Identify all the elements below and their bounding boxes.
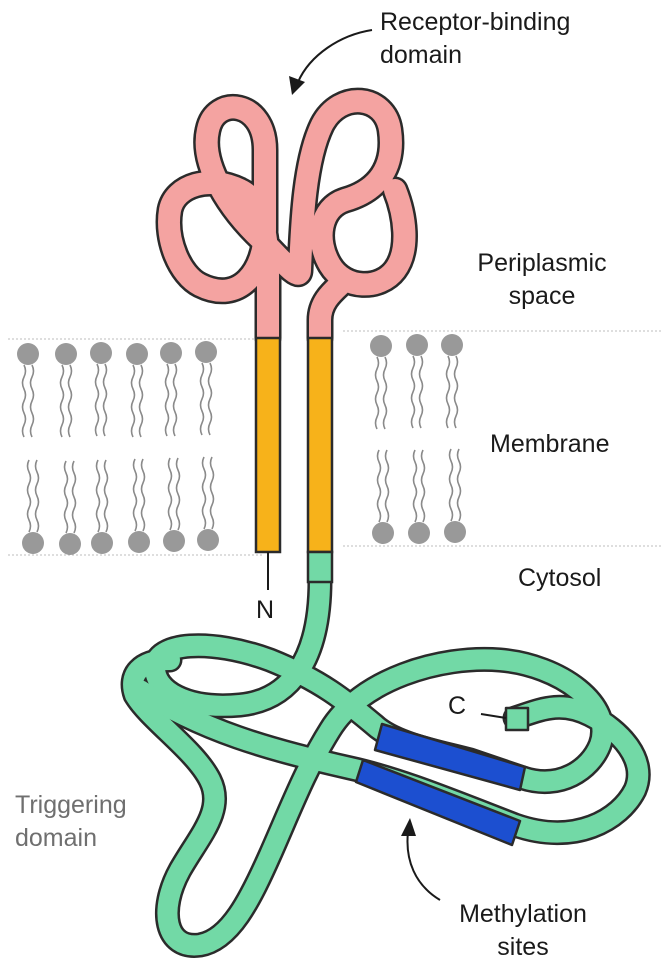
cytosolic-linker (308, 552, 332, 582)
methylation-sites-label: Methylation sites (448, 898, 598, 964)
c-terminus-label: C (448, 690, 466, 723)
c-terminus-line (481, 714, 506, 718)
methylation-label-line2: sites (448, 931, 598, 964)
periplasmic-label-line1: Periplasmic (472, 247, 612, 280)
receptor-binding-label-line1: Receptor-binding (380, 6, 592, 39)
methylation-arrow (401, 818, 440, 900)
receptor-binding-domain (169, 101, 404, 338)
n-terminus-label: N (256, 594, 274, 627)
receptor-binding-label-line2: domain (380, 39, 592, 72)
transmembrane-helix-1 (256, 338, 280, 552)
lipid-bilayer-lower-left (22, 457, 219, 555)
receptor-binding-arrow (289, 30, 372, 95)
periplasmic-label: Periplasmic space (472, 247, 612, 313)
lipid-bilayer-upper-left (17, 341, 217, 437)
lipid-bilayer-upper-right (370, 334, 463, 429)
receptor-binding-label: Receptor-binding domain (380, 6, 592, 72)
periplasmic-label-line2: space (472, 280, 612, 313)
transmembrane-helices (256, 338, 332, 552)
membrane-label: Membrane (490, 428, 610, 461)
methylation-label-line1: Methylation (448, 898, 598, 931)
cytosol-label: Cytosol (518, 562, 601, 595)
triggering-domain-label: Triggering domain (15, 789, 163, 855)
transmembrane-helix-2 (308, 338, 332, 552)
triggering-label-line1: Triggering (15, 789, 163, 822)
lipid-bilayer-lower-right (372, 449, 466, 544)
c-terminal-end (506, 708, 528, 730)
triggering-label-line2: domain (15, 822, 163, 855)
